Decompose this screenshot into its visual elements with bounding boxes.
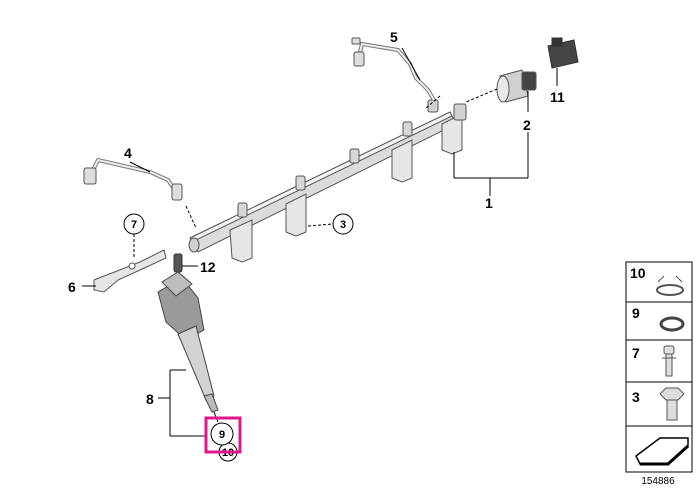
legend-panel: 10 9 7 3 [625,261,693,473]
callout-7-circle: 7 [123,213,145,235]
callout-4: 4 [124,145,132,161]
callout-3-circle: 3 [332,213,354,235]
legend-row-7[interactable]: 7 [632,345,676,377]
legend-number: 3 [632,389,640,405]
fuel-line-5[interactable] [351,37,436,102]
callout-5: 5 [390,29,398,45]
direction-arrow-icon [635,437,690,466]
diagram-id: 154886 [641,476,675,487]
callout-6: 6 [68,279,76,295]
fuel-injector[interactable] [157,271,219,413]
o-ring-icon [659,316,685,332]
callout-1: 1 [485,195,493,211]
callout-7: 7 [131,219,137,231]
leader-lines [82,47,558,437]
pressure-sensor[interactable] [496,69,537,103]
highlight-box [204,416,242,454]
injector-clamp[interactable] [93,249,167,293]
legend-row-3[interactable]: 3 [632,387,685,421]
callout-11: 11 [550,89,565,105]
connector-plug[interactable] [547,37,579,69]
stud-bolt-icon [662,345,676,377]
flange-bolt-icon [659,387,685,421]
callout-8: 8 [146,391,154,407]
legend-number: 7 [632,345,640,361]
seal-ring-12[interactable] [173,253,183,273]
callout-9-circle: 9 [210,422,234,446]
callout-9: 9 [219,429,225,441]
legend-row-9[interactable]: 9 [632,305,685,332]
callout-2: 2 [523,117,531,133]
callout-12: 12 [200,259,216,275]
retaining-ring-icon [656,284,684,296]
legend-number: 10 [630,265,646,281]
legend-number: 9 [632,305,640,321]
callout-3: 3 [340,219,346,231]
fuel-rail[interactable] [188,99,467,263]
fuel-line-4[interactable] [83,157,183,201]
legend-row-10[interactable]: 10 [630,265,684,296]
